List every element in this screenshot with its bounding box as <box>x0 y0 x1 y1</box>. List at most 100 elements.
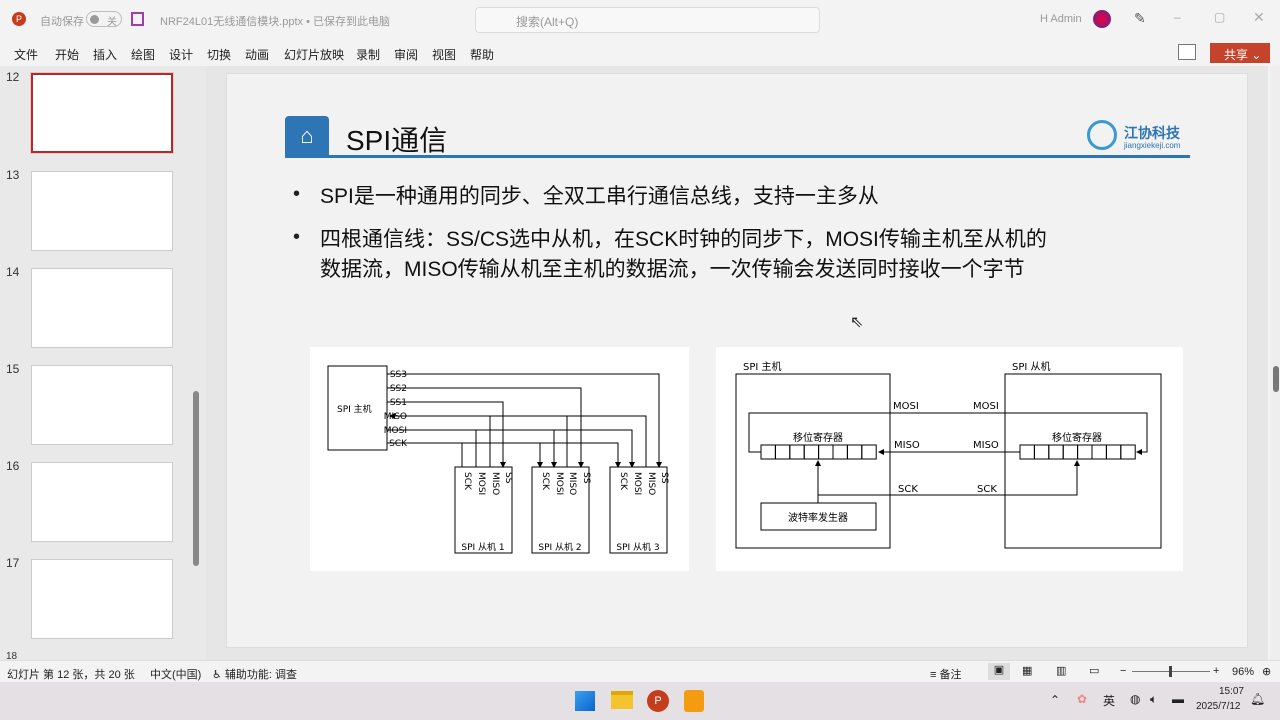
pin-label: MOSI <box>384 426 407 436</box>
file-name[interactable]: NRF24L01无线通信模块.pptx • 已保存到此电脑 <box>160 16 391 28</box>
tab-view[interactable]: 视图 <box>432 48 457 62</box>
slave-pin-label: SCK <box>462 472 472 491</box>
tab-review[interactable]: 审阅 <box>394 48 419 62</box>
tab-insert[interactable]: 插入 <box>93 48 118 62</box>
slide-thumbnail-15[interactable] <box>31 365 173 445</box>
accessibility-button[interactable]: ♿ 辅助功能: 调查 <box>212 669 298 681</box>
slave-pin-label: MOSI <box>476 472 486 495</box>
thumb-number: 14 <box>6 265 20 279</box>
bullet-icon: • <box>293 183 301 205</box>
slide-thumbnail-17[interactable] <box>31 559 173 639</box>
slide-thumbnail-16[interactable] <box>31 462 173 542</box>
diagram1-labels: SPI 主机 SS3 SS2 SS1 MISO MOSI SCK SPI 从机 … <box>337 370 669 553</box>
slave-label: SPI 从机 3 <box>616 541 659 553</box>
avatar[interactable] <box>1093 10 1111 28</box>
pin-label: SS3 <box>390 370 407 380</box>
clock-time[interactable]: 15:07 <box>1218 686 1244 697</box>
windows-start-icon[interactable] <box>575 691 595 711</box>
slide-title: SPI通信 <box>346 125 448 156</box>
logo-icon <box>1087 120 1117 150</box>
mosi-label: MOSI <box>893 401 919 412</box>
tab-design[interactable]: 设计 <box>169 48 194 62</box>
master-label: SPI 主机 <box>337 403 372 415</box>
thumb-number: 18 <box>6 651 18 662</box>
tab-draw[interactable]: 绘图 <box>131 48 156 62</box>
tab-slideshow[interactable]: 幻灯片放映 <box>284 48 345 62</box>
tray-chevron-icon[interactable]: ⌃ <box>1050 693 1061 707</box>
share-button[interactable]: 共享 ⌄ <box>1210 43 1270 63</box>
normal-view-button[interactable]: ▣ <box>988 663 1010 680</box>
app-taskbar-icon[interactable] <box>684 690 704 712</box>
spi-multi-slave-diagram <box>310 347 689 571</box>
zoom-level[interactable]: 96% <box>1232 666 1255 678</box>
comments-button[interactable] <box>1178 44 1196 60</box>
notes-button[interactable]: ≡ 备注 <box>930 669 962 681</box>
bullet-1: SPI是一种通用的同步、全双工串行通信总线，支持一主多从 <box>320 185 879 208</box>
powerpoint-taskbar-icon[interactable]: P <box>647 690 669 712</box>
shift-register-cell <box>1120 444 1136 460</box>
status-bar: 幻灯片 第 12 张，共 20 张 中文(中国) ♿ 辅助功能: 调查 ≡ 备注… <box>0 660 1280 682</box>
sck-label: SCK <box>898 484 918 495</box>
baud-generator-label: 波特率发生器 <box>788 511 848 524</box>
thumb-number: 13 <box>6 168 20 182</box>
battery-icon[interactable]: ▬ <box>1172 692 1184 706</box>
volume-icon[interactable]: 🔈︎ <box>1150 692 1158 706</box>
zoom-in-button[interactable]: + <box>1213 665 1220 677</box>
slave-label: SPI 从机 1 <box>461 541 504 553</box>
notification-bell-icon[interactable]: 🔔︎ <box>1250 692 1266 706</box>
slave-pin-label: MOSI <box>632 472 642 495</box>
file-explorer-icon[interactable] <box>611 691 633 709</box>
tab-animations[interactable]: 动画 <box>245 48 270 62</box>
fit-slide-icon[interactable]: ⊕ <box>1262 666 1272 678</box>
user-name: H Admin <box>1040 13 1082 25</box>
slide-counter: 幻灯片 第 12 张，共 20 张 <box>7 669 135 681</box>
slave-pin-label: MOSI <box>554 472 564 495</box>
slide-thumbnail-12[interactable] <box>31 73 173 153</box>
mosi-label: MOSI <box>973 401 999 412</box>
title-underline <box>285 155 1190 158</box>
zoom-out-button[interactable]: − <box>1120 665 1127 677</box>
logo-text: 江协科技 <box>1124 125 1180 141</box>
slave-pin-label: SS <box>581 472 591 484</box>
language-indicator[interactable]: 中文(中国) <box>150 669 202 681</box>
miso-label: MISO <box>973 440 999 451</box>
thumbnail-scrollbar[interactable] <box>193 71 201 656</box>
slide-thumbnail-13[interactable] <box>31 171 173 251</box>
pin-label: SCK <box>389 439 408 449</box>
pin-label: MISO <box>384 412 407 422</box>
powerpoint-logo-icon: P <box>12 12 26 26</box>
editor-scrollbar[interactable] <box>1270 66 1280 660</box>
slave-pin-label: MISO <box>490 472 500 495</box>
save-icon[interactable] <box>131 12 144 26</box>
ime-indicator[interactable]: 英 <box>1103 694 1116 708</box>
tray-app-icon[interactable]: ✿ <box>1077 692 1088 706</box>
slideshow-button[interactable]: ▭ <box>1089 665 1100 677</box>
master-label: SPI 主机 <box>743 360 782 373</box>
pen-icon[interactable]: ✎ <box>1134 10 1146 26</box>
clock-date[interactable]: 2025/7/12 <box>1196 701 1241 712</box>
tab-transitions[interactable]: 切换 <box>207 48 232 62</box>
tab-record[interactable]: 录制 <box>356 48 381 62</box>
autosave-toggle[interactable]: 关 <box>86 11 122 28</box>
slide-thumbnail-14[interactable] <box>31 268 173 348</box>
thumb-number: 16 <box>6 459 20 473</box>
thumb-number: 15 <box>6 362 20 376</box>
minimize-button[interactable]: – <box>1174 10 1181 24</box>
tab-help[interactable]: 帮助 <box>470 48 495 62</box>
thumb-number: 17 <box>6 556 20 570</box>
title-home-icon: ⌂ <box>285 116 329 156</box>
tab-home[interactable]: 开始 <box>55 48 80 62</box>
slide-sorter-button[interactable]: ▦ <box>1022 665 1033 677</box>
search-input[interactable]: 搜索(Alt+Q) <box>475 7 820 33</box>
close-button[interactable]: ✕ <box>1253 9 1265 25</box>
tab-file[interactable]: 文件 <box>14 48 39 62</box>
network-icon[interactable]: ◍ <box>1130 692 1141 706</box>
zoom-slider[interactable] <box>1132 666 1210 677</box>
miso-label: MISO <box>894 440 920 451</box>
restore-button[interactable]: ▢ <box>1214 10 1226 24</box>
reading-view-button[interactable]: ▥ <box>1056 665 1067 677</box>
bullet-icon: • <box>293 226 301 248</box>
mouse-cursor-icon: ⇖ <box>850 314 864 331</box>
slave-label: SPI 从机 <box>1012 360 1051 373</box>
